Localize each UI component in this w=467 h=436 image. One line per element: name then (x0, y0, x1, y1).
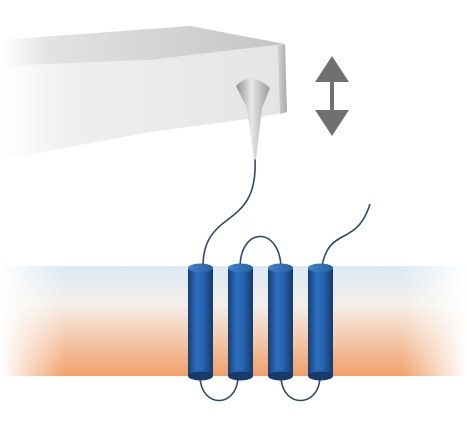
vertical-motion-arrow-icon (315, 56, 349, 136)
terminal-tail (321, 203, 371, 267)
inter-helix-loops (199, 203, 371, 402)
helix-3 (268, 263, 293, 381)
transmembrane-helices (188, 263, 333, 381)
tether-linker (202, 159, 256, 265)
bottom-loop-2 (280, 377, 321, 402)
helix-2 (228, 263, 253, 381)
afm-tip (236, 78, 270, 160)
helix-4 (308, 263, 333, 381)
helix-1 (188, 263, 213, 381)
afm-cantilever (0, 26, 287, 160)
top-loop (239, 235, 282, 269)
bottom-loop-1 (199, 377, 239, 402)
